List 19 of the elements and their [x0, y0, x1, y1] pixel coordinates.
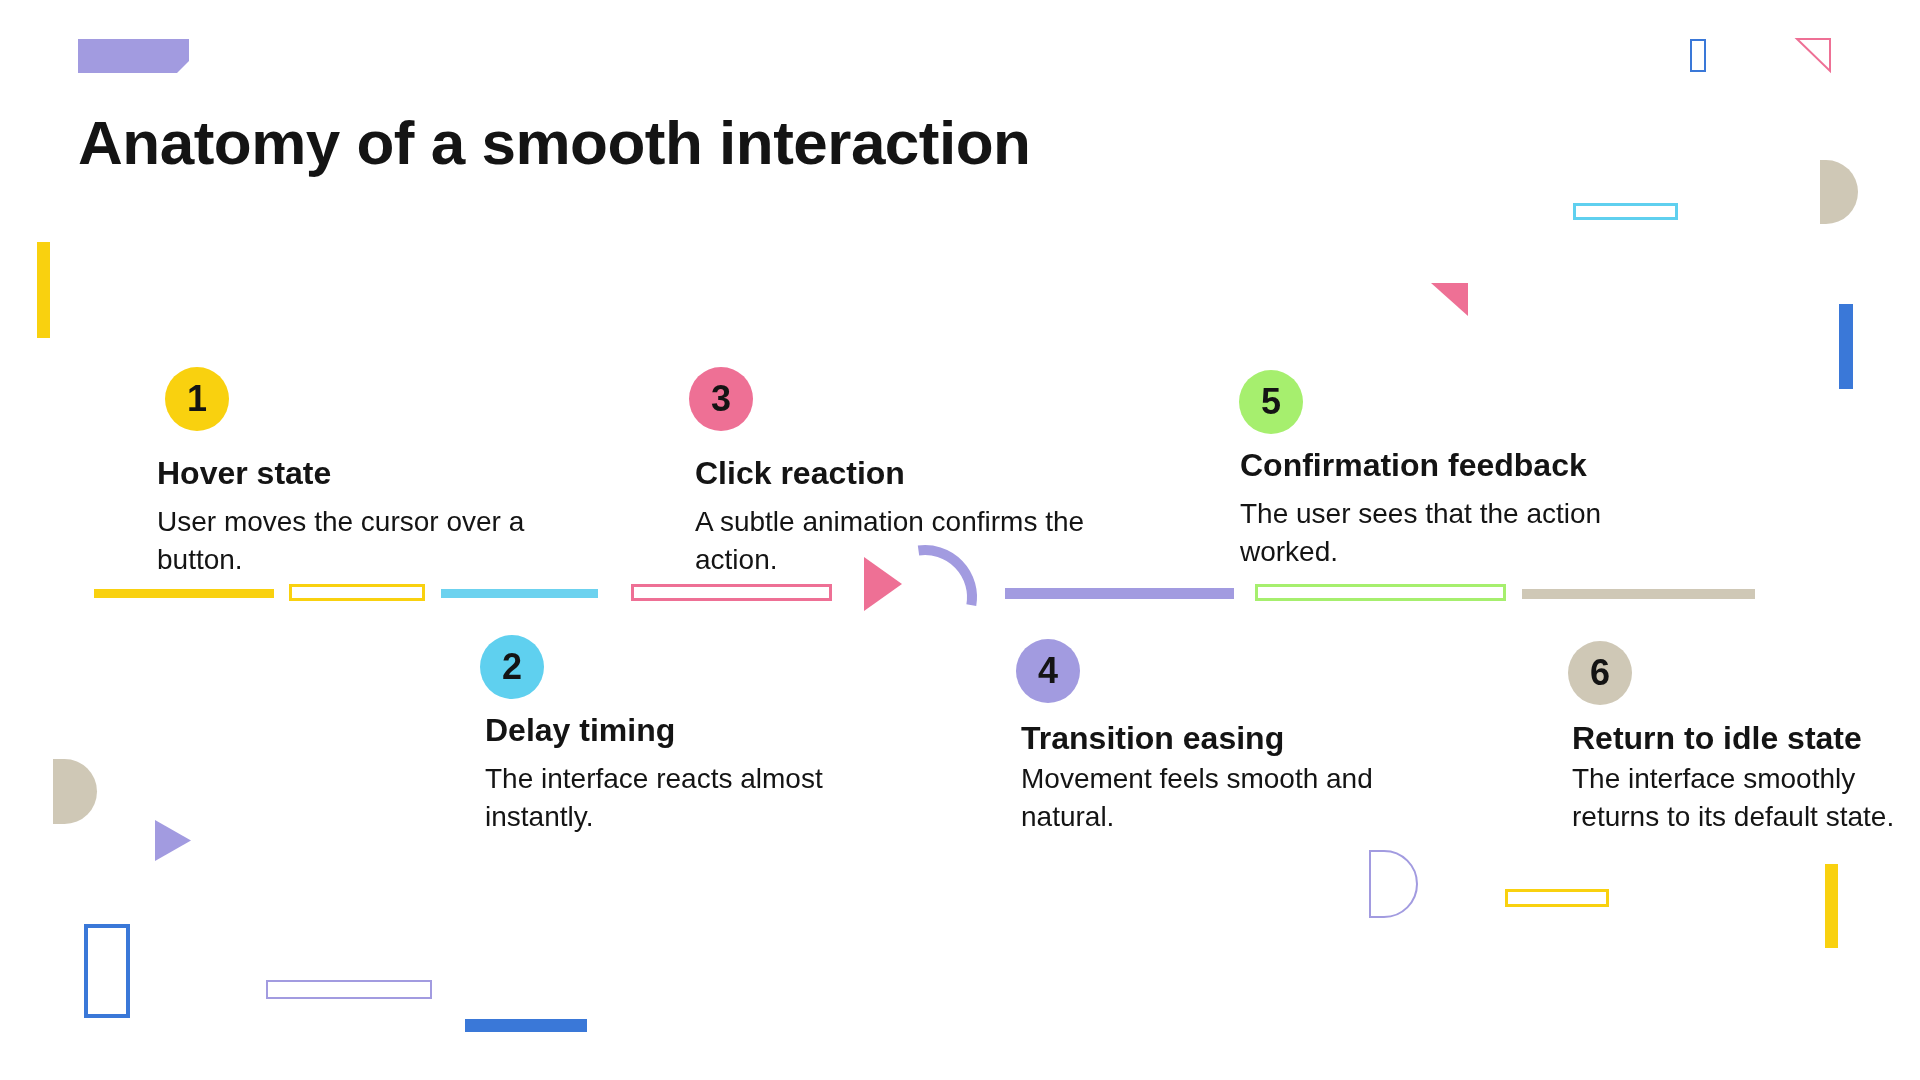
step-description: The interface reacts almost instantly.: [485, 762, 824, 834]
page-title: Anatomy of a smooth interaction: [78, 107, 1031, 179]
step-description: The user sees that the action worked.: [1240, 497, 1603, 569]
step-description: The interface smoothly returns to its default state.: [1572, 762, 1896, 834]
step-heading: Return to idle state: [1572, 719, 1862, 757]
step-heading: Confirmation feedback: [1240, 446, 1587, 484]
step-number: 2: [480, 635, 544, 699]
step-number: 3: [689, 367, 753, 431]
step-number: 6: [1568, 641, 1632, 705]
step-heading: Delay timing: [485, 711, 676, 749]
step-description: A subtle animation confirms the action.: [695, 505, 1086, 577]
step-number: 1: [165, 367, 229, 431]
step-number: 5: [1239, 370, 1303, 434]
step-number: 4: [1016, 639, 1080, 703]
step-heading: Transition easing: [1021, 719, 1285, 757]
step-heading: Click reaction: [695, 454, 905, 492]
step-heading: Hover state: [157, 454, 332, 492]
step-description: Movement feels smooth and natural.: [1021, 762, 1374, 834]
step-description: User moves the cursor over a button.: [157, 505, 526, 577]
